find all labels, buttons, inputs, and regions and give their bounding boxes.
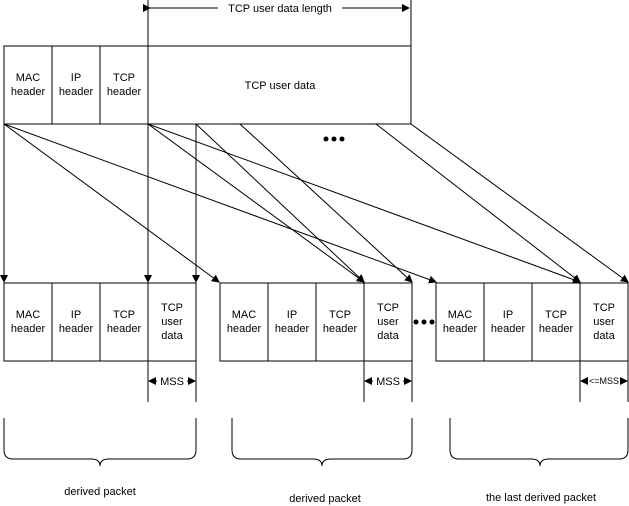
p1-data-label-2: user — [161, 316, 183, 328]
top-mac-label-1: MAC — [16, 72, 41, 84]
user-data-length-dimension: TCP user data length — [143, 0, 412, 46]
p3-ip-label-1: IP — [503, 309, 513, 321]
p2-mac-label-1: MAC — [232, 309, 257, 321]
derived-packet-2: MAC header IP header TCP header TCP user… — [219, 282, 413, 362]
top-ip-label-2: header — [59, 86, 94, 98]
p1-ip-label-2: header — [59, 323, 94, 335]
p1-ip-label-1: IP — [71, 309, 81, 321]
top-tcp-label-2: header — [107, 86, 142, 98]
p2-tcp-label-2: header — [323, 323, 358, 335]
middle-ellipsis — [413, 319, 435, 325]
arrow-data-chunk-2-start — [147, 123, 365, 283]
mss-label-3: <=MSS — [589, 376, 619, 386]
mss-label-2: MSS — [376, 376, 400, 388]
derived-packet-1: MAC header IP header TCP header TCP user… — [3, 282, 197, 362]
p1-data-label-1: TCP — [161, 302, 183, 314]
mss-dimension-2: MSS — [363, 361, 413, 402]
arrow-data-chunk-2-end — [239, 123, 413, 283]
caption-packet-1: derived packet — [64, 486, 136, 498]
p3-ip-label-2: header — [491, 323, 526, 335]
p3-mac-label-2: header — [443, 323, 478, 335]
mss-dimension-3: <=MSS — [579, 361, 629, 402]
p3-tcp-label-2: header — [539, 323, 574, 335]
p1-mac-label-1: MAC — [16, 309, 41, 321]
p2-data-label-1: TCP — [377, 302, 399, 314]
p1-data-label-3: data — [161, 330, 183, 342]
caption-packet-3: the last derived packet — [486, 492, 596, 504]
p2-data-label-3: data — [377, 330, 399, 342]
p3-data-label-2: user — [593, 316, 615, 328]
arrow-header-to-packet-3 — [3, 123, 437, 284]
top-ellipsis — [323, 136, 345, 142]
p1-tcp-label-2: header — [107, 323, 142, 335]
p3-tcp-label-1: TCP — [545, 309, 567, 321]
p2-ip-label-2: header — [275, 323, 310, 335]
top-ip-label-1: IP — [71, 72, 81, 84]
top-mac-label-2: header — [11, 86, 46, 98]
p1-tcp-label-1: TCP — [113, 309, 135, 321]
p2-mac-label-2: header — [227, 323, 262, 335]
derived-packet-3: MAC header IP header TCP header TCP user… — [435, 282, 629, 362]
p1-mac-label-2: header — [11, 323, 46, 335]
mss-dimension-1: MSS — [147, 361, 197, 402]
p3-mac-label-1: MAC — [448, 309, 473, 321]
brace-2 — [231, 418, 413, 467]
p2-tcp-label-1: TCP — [329, 309, 351, 321]
top-tcp-label-1: TCP — [113, 72, 135, 84]
brace-3 — [449, 418, 629, 467]
p3-data-label-3: data — [593, 330, 615, 342]
p2-ip-label-1: IP — [287, 309, 297, 321]
user-data-length-label: TCP user data length — [228, 3, 332, 15]
arrow-header-to-packet-2 — [3, 123, 220, 283]
arrow-data-chunk-3-end — [410, 123, 629, 283]
original-packet: MAC header IP header TCP header TCP user… — [3, 45, 412, 125]
brace-1 — [3, 418, 197, 467]
arrow-data-chunk-3-start-b — [375, 123, 581, 283]
arrow-data-chunk-3-start — [147, 123, 581, 284]
top-user-data-label: TCP user data — [245, 80, 317, 92]
mss-label-1: MSS — [160, 376, 184, 388]
p2-data-label-2: user — [377, 316, 399, 328]
arrow-data-chunk-2-start-b — [195, 123, 365, 283]
caption-packet-2: derived packet — [289, 493, 361, 505]
mapping-arrows — [0, 123, 629, 284]
p3-data-label-1: TCP — [593, 302, 615, 314]
